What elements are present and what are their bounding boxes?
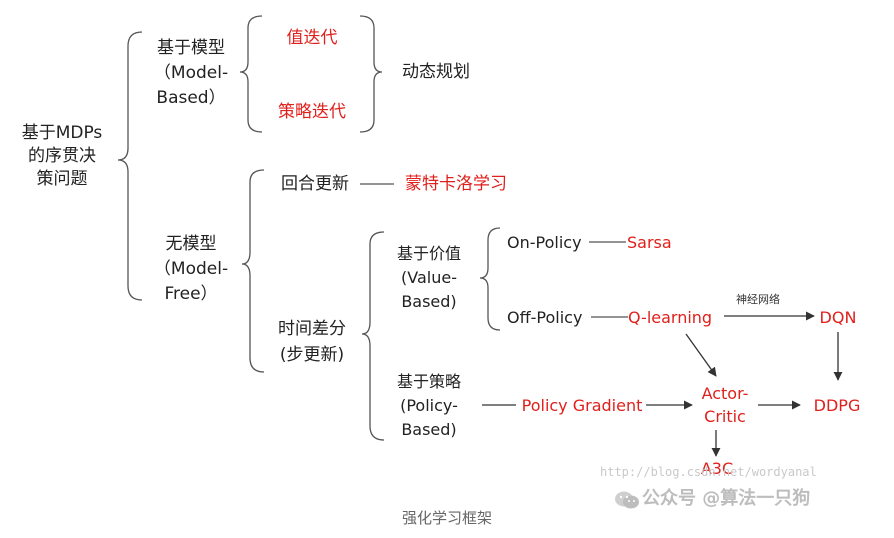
actor-critic-node: Actor- Critic — [692, 382, 758, 428]
on-policy-node: On-Policy — [507, 233, 582, 252]
policy-based-line-1: 基于策略 — [396, 372, 461, 391]
brace-model-based — [239, 15, 263, 133]
monte-carlo-node: 蒙特卡洛学习 — [405, 174, 507, 194]
value-iteration-node: 值迭代 — [286, 28, 338, 48]
sarsa-node: Sarsa — [627, 233, 672, 252]
value-based-line-2: (Value- — [401, 268, 457, 287]
dynamic-programming-node: 动态规划 — [402, 62, 470, 82]
root-line-1: 基于MDPs — [21, 123, 103, 143]
policy-based-label: 基于策略 (Policy- Based) — [386, 370, 472, 442]
watermark-url: http://blog.csdn.net/wordyanal — [600, 465, 817, 479]
actor-critic-line-2: Critic — [704, 407, 746, 426]
root-line-3: 策问题 — [36, 169, 88, 189]
policy-gradient-node: Policy Gradient — [521, 396, 643, 415]
model-based-line-1: 基于模型 — [157, 38, 225, 58]
model-based-line-3: Based） — [156, 88, 226, 108]
model-based-label: 基于模型 （Model- Based） — [146, 36, 236, 111]
model-free-line-2: （Model- — [153, 259, 229, 279]
figure-caption: 强化学习框架 — [401, 509, 492, 527]
policy-based-line-2: (Policy- — [400, 396, 458, 415]
value-based-line-1: 基于价值 — [396, 244, 461, 263]
episode-update-node: 回合更新 — [281, 174, 349, 194]
td-line-1: 时间差分 — [278, 319, 346, 339]
model-free-label: 无模型 （Model- Free） — [146, 232, 236, 307]
actor-critic-line-1: Actor- — [701, 384, 749, 403]
model-based-line-2: （Model- — [153, 63, 229, 83]
a3c-node: A3C — [700, 459, 734, 478]
model-free-line-1: 无模型 — [165, 234, 217, 254]
neural-network-label: 神经网络 — [736, 293, 780, 306]
policy-based-line-3: Based) — [401, 420, 457, 439]
q-learning-node: Q-learning — [628, 308, 713, 327]
off-policy-node: Off-Policy — [507, 308, 583, 327]
td-line-2: (步更新) — [279, 345, 345, 365]
wechat-icon — [615, 491, 639, 509]
policy-iteration-node: 策略迭代 — [278, 102, 346, 122]
brace-root — [117, 31, 143, 301]
arrow-q-ac — [685, 333, 717, 377]
value-based-line-3: Based) — [401, 292, 457, 311]
root-label: 基于MDPs 的序贯决 策问题 — [14, 122, 110, 191]
dqn-node: DQN — [819, 308, 857, 327]
brace-model-free — [241, 169, 265, 373]
watermark-brand: 公众号 @算法一只狗 — [642, 488, 811, 509]
brace-dp — [359, 15, 383, 133]
brace-value-based — [479, 227, 501, 331]
model-free-line-3: Free） — [164, 284, 218, 304]
ddpg-node: DDPG — [813, 396, 861, 415]
root-line-2: 的序贯决 — [28, 146, 96, 166]
brace-td — [361, 231, 385, 441]
td-label: 时间差分 (步更新) — [264, 316, 360, 368]
value-based-label: 基于价值 (Value- Based) — [386, 242, 472, 314]
